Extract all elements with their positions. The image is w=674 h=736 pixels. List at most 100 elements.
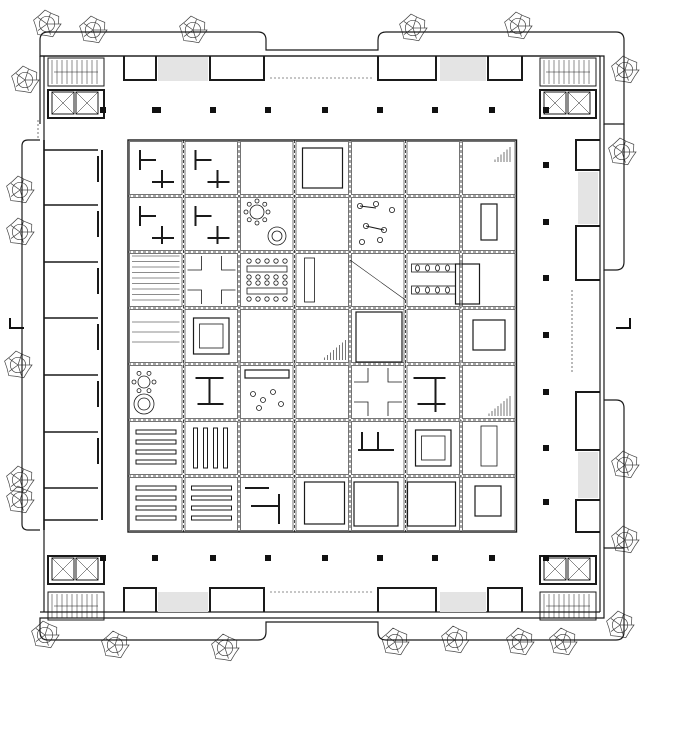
grid-module [406, 421, 460, 475]
tree-icon [606, 610, 635, 639]
shelf [191, 485, 232, 491]
core-enclosure [539, 555, 597, 585]
grid-module [184, 421, 238, 475]
grid-module [240, 365, 294, 419]
column [543, 499, 549, 505]
chair [372, 200, 379, 207]
chair [246, 201, 252, 207]
window-bay [123, 56, 157, 81]
corridor-fill [158, 592, 208, 612]
trees-layer [4, 9, 640, 662]
core-enclosure [47, 555, 105, 585]
ramp-line [349, 259, 406, 301]
shelf [193, 427, 198, 469]
stair-core [539, 57, 597, 87]
shelf [191, 505, 232, 511]
core-enclosure [47, 89, 105, 119]
elevator [543, 557, 567, 581]
window-bay [487, 587, 523, 612]
section-marker [9, 318, 24, 329]
grid-module [351, 309, 405, 363]
round-table [267, 226, 287, 246]
chair [255, 296, 261, 302]
court-inner [199, 323, 224, 349]
column [543, 107, 549, 113]
court [192, 317, 230, 355]
grid-module [351, 477, 405, 531]
column [489, 107, 495, 113]
round-table [137, 397, 151, 411]
window-bay [575, 225, 600, 281]
room-block [301, 147, 344, 189]
chair [415, 286, 420, 294]
chair [265, 209, 271, 215]
column [543, 445, 549, 451]
corridor-fill [158, 57, 208, 81]
tree-icon [6, 465, 35, 494]
chair [264, 296, 270, 302]
chair [255, 280, 261, 286]
grid-module [295, 197, 349, 251]
shelf [135, 495, 177, 501]
tree-icon [549, 627, 578, 656]
grid-module [129, 253, 183, 307]
grid-module [184, 253, 238, 307]
grid-module [240, 253, 294, 307]
shelf [135, 485, 177, 491]
chair [146, 370, 152, 376]
chair [278, 401, 284, 407]
furniture-layer [131, 147, 511, 527]
tree-icon [381, 627, 410, 656]
chair [250, 391, 256, 397]
grid-module [351, 253, 405, 307]
chair [136, 388, 142, 394]
section-markers [9, 318, 631, 329]
column [322, 107, 328, 113]
tree-icon [31, 620, 60, 649]
shelf [191, 495, 232, 501]
tree-icon [211, 633, 240, 662]
elevator-cross [51, 91, 75, 115]
shelf [223, 427, 228, 469]
column [543, 389, 549, 395]
grid-module [129, 421, 183, 475]
central-modular-grid [127, 139, 518, 533]
court-inner [421, 435, 446, 461]
corridor-fill [578, 452, 598, 498]
window-bay [209, 56, 265, 81]
column [543, 275, 549, 281]
grid-module [351, 141, 405, 195]
chair [273, 258, 279, 264]
column [543, 555, 549, 561]
chair [380, 226, 387, 233]
stair-core [539, 591, 597, 621]
column [152, 555, 158, 561]
tree-icon [179, 15, 208, 44]
chair [445, 264, 450, 272]
chair [262, 217, 268, 223]
grid-module [295, 477, 349, 531]
grid-module [295, 309, 349, 363]
grid-module [462, 309, 516, 363]
grid-module [129, 141, 183, 195]
chair [435, 286, 440, 294]
grid-module [406, 477, 460, 531]
grid-module [406, 253, 460, 307]
chair [415, 264, 420, 272]
grid-module [184, 141, 238, 195]
tree-icon [399, 13, 428, 42]
column [489, 555, 495, 561]
grid-module [295, 421, 349, 475]
grid-module [406, 309, 460, 363]
grid-module [406, 141, 460, 195]
shelf [135, 429, 177, 435]
column [543, 162, 549, 168]
chair [246, 296, 252, 302]
tree-icon [611, 55, 640, 84]
court [414, 429, 452, 467]
panel [480, 203, 498, 241]
grid-module [184, 477, 238, 531]
chair [358, 238, 365, 245]
corridor-fill [440, 592, 486, 612]
